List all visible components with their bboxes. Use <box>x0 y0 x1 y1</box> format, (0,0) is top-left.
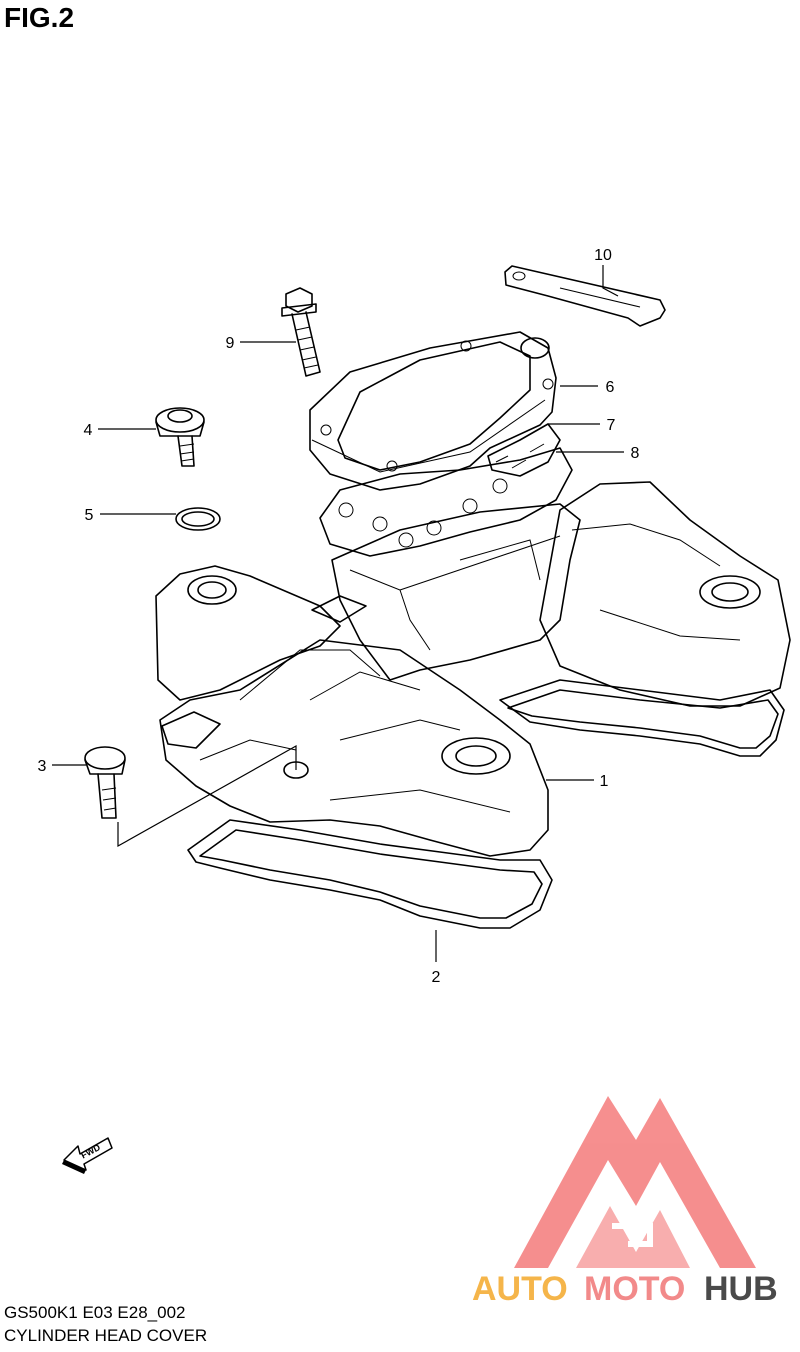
part-1-head-cover <box>155 481 791 857</box>
callout-9: 9 <box>226 335 235 352</box>
figure-code: GS500K1 E03 E28_002 <box>4 1303 186 1322</box>
figure-title: FIG.2 <box>4 2 75 33</box>
callout-1: 1 <box>600 773 609 790</box>
callout-7: 7 <box>607 417 616 434</box>
part-5-o-ring <box>175 507 221 531</box>
callout-4: 4 <box>84 422 93 439</box>
part-3-bolt <box>84 746 126 819</box>
part-7-element <box>487 423 561 477</box>
callout-2: 2 <box>432 969 441 986</box>
callout-8: 8 <box>631 445 640 462</box>
part-9-bolt <box>281 287 321 377</box>
part-6-breather-cover <box>309 331 557 491</box>
callout-5: 5 <box>85 507 94 524</box>
fwd-arrow-icon: FWD <box>62 1137 113 1174</box>
callout-10: 10 <box>594 247 612 264</box>
part-8-gasket <box>319 447 573 557</box>
callout-6: 6 <box>606 379 615 396</box>
part-2-gasket <box>161 679 785 929</box>
brand-moto: MOTO <box>584 1270 685 1308</box>
automotohub-logo-icon <box>514 1096 756 1268</box>
part-4-screw <box>155 407 205 467</box>
figure-caption: CYLINDER HEAD COVER <box>4 1326 208 1345</box>
brand-auto: AUTO <box>472 1270 568 1308</box>
part-10-bracket <box>504 265 666 327</box>
leader-lines <box>52 265 624 962</box>
automotohub-wordmark: AUTO MOTO HUB <box>472 1270 778 1308</box>
callout-3: 3 <box>38 758 47 775</box>
brand-hub: HUB <box>704 1270 778 1308</box>
